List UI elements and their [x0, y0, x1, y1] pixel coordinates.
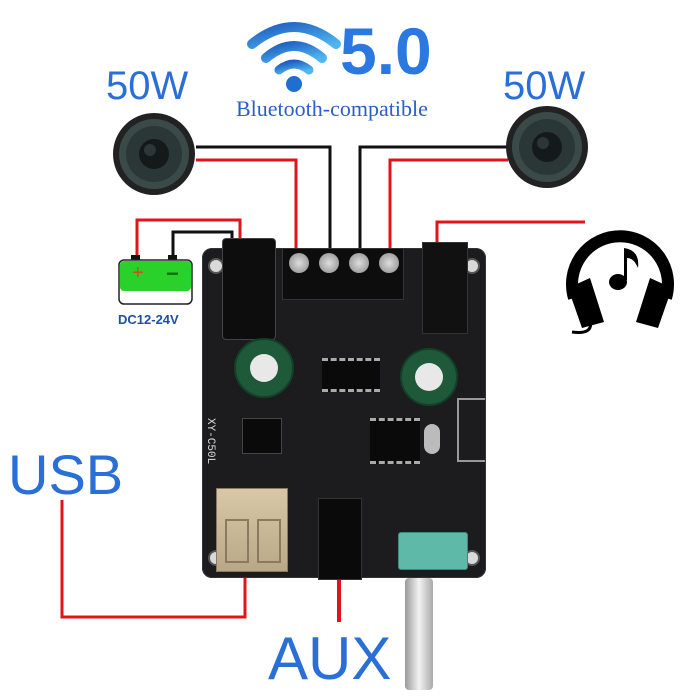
capacitor: [400, 348, 458, 406]
crystal-oscillator: [424, 424, 440, 454]
headphone-jack: [422, 242, 468, 334]
usb-port[interactable]: [216, 488, 288, 572]
left-speaker-power-label: 50W: [106, 64, 189, 108]
speaker-terminal-block: [282, 248, 404, 300]
battery-plus-sign: +: [132, 262, 144, 284]
amplifier-chip: [322, 358, 380, 392]
battery-minus-sign: −: [166, 261, 179, 286]
dc-power-jack: [222, 238, 276, 340]
headphones-music-icon: [560, 210, 680, 335]
wireless-signal-icon: [246, 12, 342, 92]
battery-icon: + −: [118, 255, 194, 305]
amplifier-board: XY-C50L: [202, 238, 486, 580]
board-model-label: XY-C50L: [204, 418, 216, 465]
voltage-regulator: [242, 418, 282, 454]
aux-label: AUX: [268, 625, 392, 692]
usb-label: USB: [8, 443, 124, 506]
volume-potentiometer[interactable]: [398, 532, 468, 570]
right-speaker-power-label: 50W: [503, 64, 586, 108]
capacitor: [234, 338, 294, 398]
terminal-screw: [319, 253, 339, 273]
right-speaker-icon: [505, 105, 589, 189]
left-speaker-icon: [112, 112, 196, 196]
terminal-screw: [289, 253, 309, 273]
volume-knob-shaft[interactable]: [405, 578, 433, 690]
bluetooth-version: 5.0: [340, 14, 432, 88]
aux-input-jack[interactable]: [318, 498, 362, 580]
terminal-screw: [379, 253, 399, 273]
bluetooth-subtitle: Bluetooth-compatible: [236, 96, 428, 121]
power-voltage-label: DC12-24V: [118, 312, 179, 327]
bluetooth-chip: [370, 418, 420, 464]
terminal-screw: [349, 253, 369, 273]
pcb-antenna: [457, 398, 485, 462]
